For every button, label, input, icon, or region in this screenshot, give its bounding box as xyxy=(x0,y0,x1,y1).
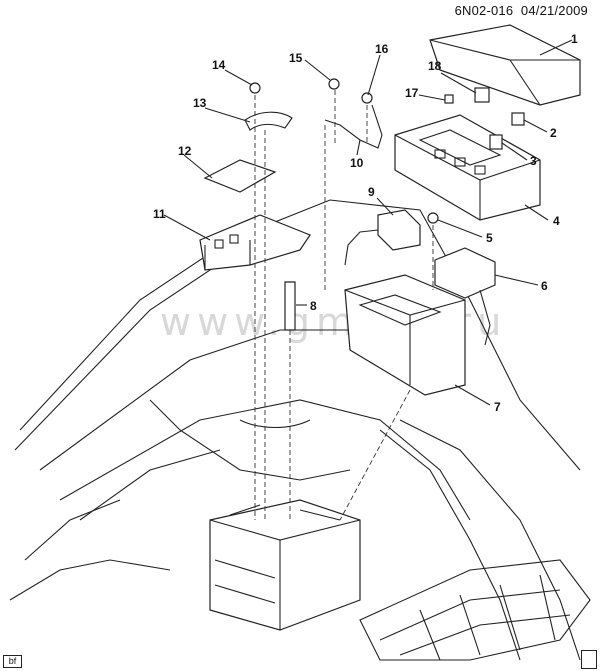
alignment-guides xyxy=(254,90,434,521)
part-8-strap xyxy=(284,281,296,331)
part-5-nut xyxy=(427,212,439,224)
part-13-cable xyxy=(244,111,293,131)
battery xyxy=(209,499,361,631)
part-7-tray xyxy=(344,274,466,396)
callout-11: 11 xyxy=(153,207,166,221)
leader-lines xyxy=(163,39,573,406)
callout-3: 3 xyxy=(530,154,537,168)
callout-8: 8 xyxy=(310,299,317,313)
callout-5: 5 xyxy=(486,231,493,245)
part-6-fuse-block xyxy=(434,247,496,346)
part-2-relay xyxy=(511,112,525,126)
callout-9: 9 xyxy=(368,185,375,199)
callout-13: 13 xyxy=(193,96,207,110)
part-14-nut xyxy=(249,82,261,94)
part-10-cable xyxy=(324,104,383,149)
part-3-fuse xyxy=(489,134,503,150)
diagram-header: 6N02-016 04/21/2009 xyxy=(455,3,588,18)
part-17-fuse xyxy=(444,94,454,104)
corner-mark: bf xyxy=(3,655,22,668)
callout-16: 16 xyxy=(375,42,389,56)
callout-18: 18 xyxy=(428,59,442,73)
document-icon xyxy=(581,650,597,669)
callout-2: 2 xyxy=(550,126,557,140)
part-16-grommet xyxy=(361,92,373,104)
callout-6: 6 xyxy=(541,279,548,293)
callout-1: 1 xyxy=(571,32,578,46)
callout-14: 14 xyxy=(212,58,226,72)
callout-17: 17 xyxy=(405,86,419,100)
grille xyxy=(359,559,591,661)
part-4-fuse-block xyxy=(394,114,541,221)
callout-7: 7 xyxy=(494,400,501,414)
callout-10: 10 xyxy=(350,156,364,170)
part-15-nut xyxy=(328,78,340,90)
callout-4: 4 xyxy=(553,214,560,228)
diagram-date: 04/21/2009 xyxy=(520,3,588,18)
part-18-relay xyxy=(474,87,490,103)
callout-12: 12 xyxy=(178,144,192,158)
diagram-code: 6N02-016 xyxy=(454,3,514,18)
part-12-shield xyxy=(203,159,277,193)
part-9-connector xyxy=(344,209,421,266)
callout-15: 15 xyxy=(289,51,303,65)
part-1-cover xyxy=(429,24,581,106)
vehicle-body-outline xyxy=(9,199,581,661)
